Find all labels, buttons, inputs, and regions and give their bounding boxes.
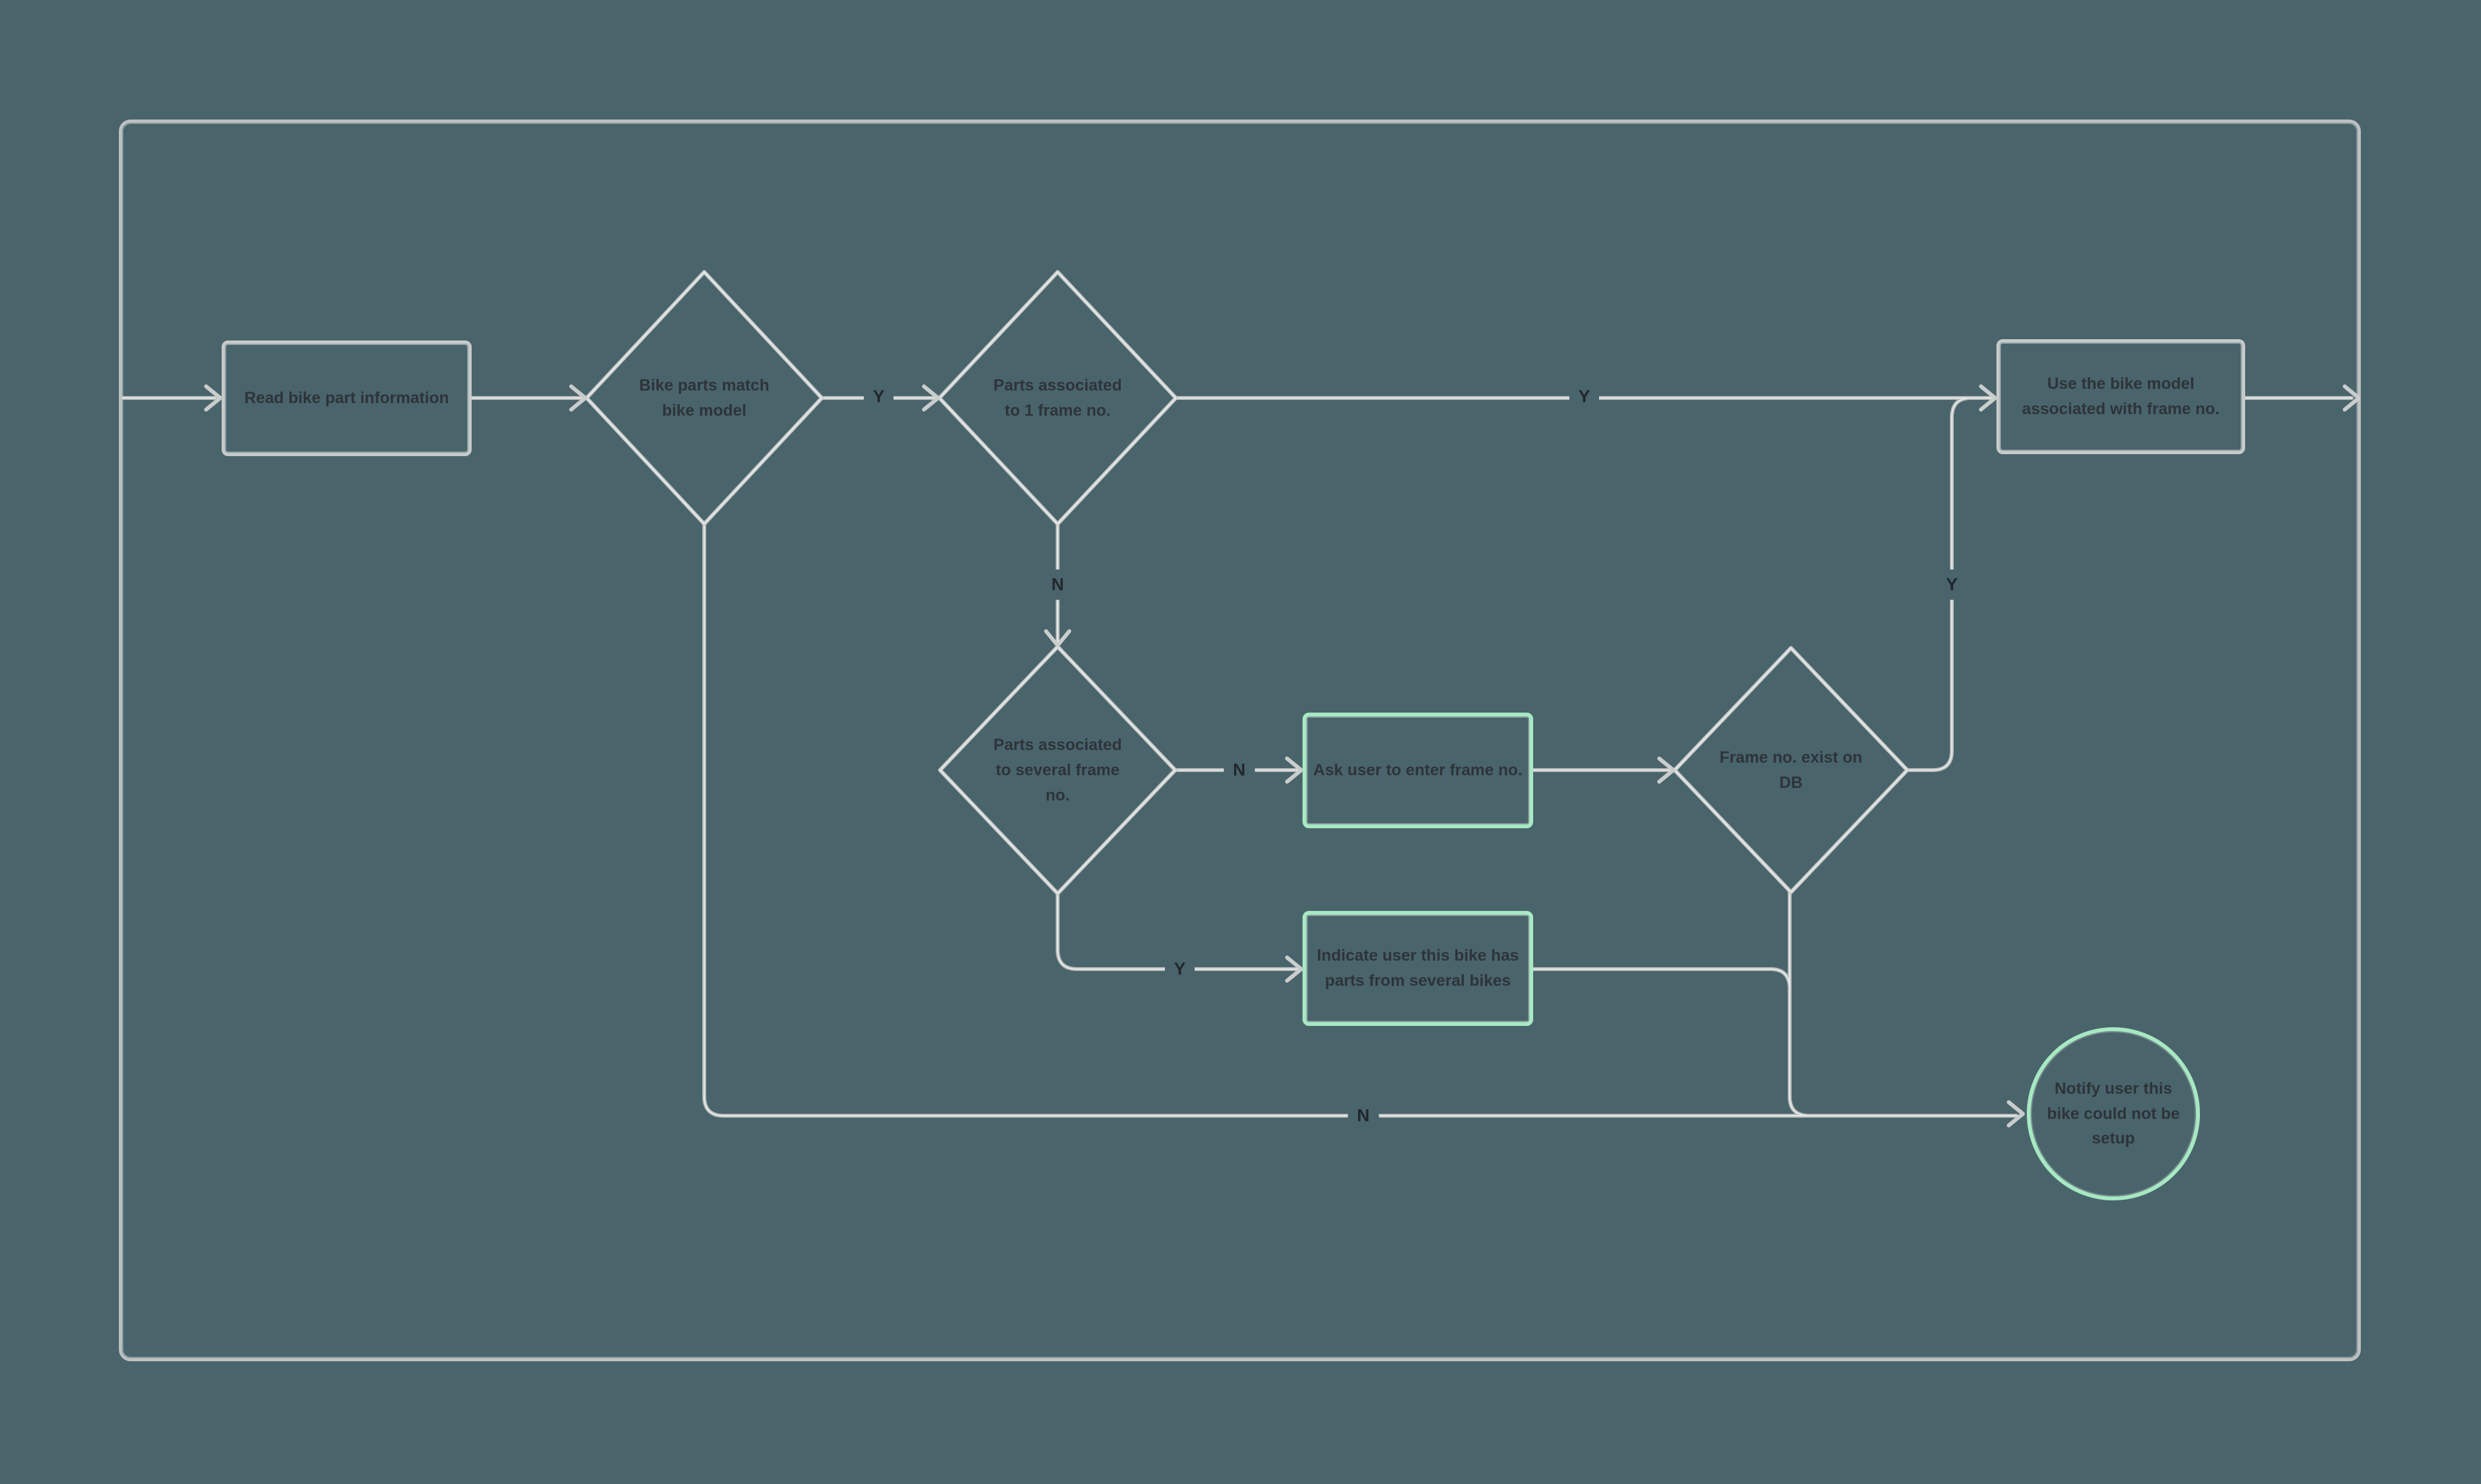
node-notify-not-setup-label: Notify user this bike could not be setup bbox=[2047, 1079, 2180, 1148]
arrowhead-to-ask-user bbox=[1285, 757, 1303, 784]
edge-label-assoc-several-to-ask: N bbox=[1224, 755, 1255, 786]
arrowhead-to-use-model bbox=[1979, 384, 1997, 412]
node-indicate-parts-several-bikes-label: Indicate user this bike has parts from s… bbox=[1317, 946, 1519, 990]
node-read-bike-part-label: Read bike part information bbox=[244, 389, 449, 408]
node-notify-not-setup[interactable]: Notify user this bike could not be setup bbox=[2027, 1027, 2200, 1200]
arrowhead-start bbox=[204, 384, 222, 412]
arrowhead-to-match bbox=[569, 384, 587, 412]
arrowhead-to-assoc-several bbox=[1044, 629, 1071, 647]
edge-label-match-to-assoc1: Y bbox=[863, 381, 894, 412]
node-use-bike-model[interactable]: Use the bike model associated with frame… bbox=[1996, 339, 2245, 454]
arrowhead-to-assoc1 bbox=[922, 384, 940, 412]
node-parts-associated-one-label: Parts associated to 1 frame no. bbox=[993, 376, 1122, 419]
flow-boundary-frame[interactable] bbox=[119, 120, 2361, 1361]
arrowhead-exit bbox=[2343, 384, 2361, 412]
edge-label-match-to-notify: N bbox=[1348, 1100, 1379, 1131]
arrowhead-to-notify bbox=[2007, 1100, 2025, 1127]
edge-label-frame-db-to-use-model: Y bbox=[1936, 569, 1967, 600]
edge-label-assoc-several-to-indicate: Y bbox=[1164, 954, 1195, 985]
node-ask-user-frame-no[interactable]: Ask user to enter frame no. bbox=[1303, 713, 1533, 828]
node-read-bike-part[interactable]: Read bike part information bbox=[222, 340, 472, 456]
arrowheads bbox=[204, 384, 2361, 1127]
node-use-bike-model-label: Use the bike model associated with frame… bbox=[2022, 375, 2220, 418]
node-bike-parts-match-label: Bike parts match bike model bbox=[639, 376, 769, 419]
decision-diamonds bbox=[587, 272, 1907, 894]
edge-label-assoc1-to-assoc-several: N bbox=[1042, 569, 1073, 600]
node-indicate-parts-several-bikes[interactable]: Indicate user this bike has parts from s… bbox=[1303, 911, 1533, 1026]
node-ask-user-frame-no-label: Ask user to enter frame no. bbox=[1313, 761, 1523, 780]
edge-label-assoc1-to-use-model: Y bbox=[1569, 381, 1600, 412]
arrowhead-to-frame-db bbox=[1657, 757, 1675, 784]
decision-diamond-highlights bbox=[586, 271, 1908, 894]
node-parts-associated-several-label: Parts associated to several frame no. bbox=[993, 735, 1122, 804]
node-frame-no-exist-db-label: Frame no. exist on DB bbox=[1719, 748, 1863, 791]
arrowhead-to-indicate bbox=[1285, 956, 1303, 983]
